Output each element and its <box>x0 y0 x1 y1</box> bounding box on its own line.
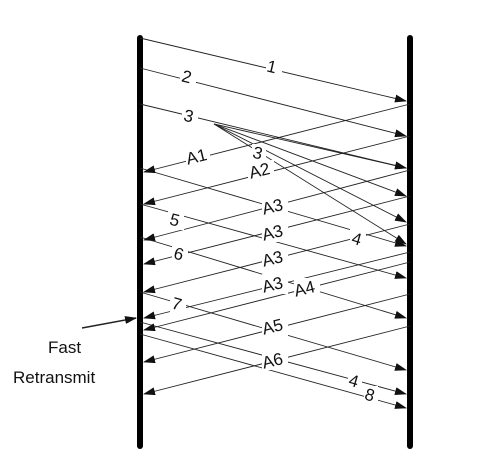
ack-label-a4: A4 <box>292 277 317 300</box>
ack-arrow-a2 <box>143 135 411 206</box>
ack-label-a3-2: A3 <box>260 221 285 244</box>
segment-label-1: 1 <box>265 57 279 78</box>
segment-label-5: 5 <box>168 210 182 231</box>
ack-label-a3-4: A3 <box>260 273 285 296</box>
fan-label-3: 3 <box>251 143 265 164</box>
fan-arrow <box>213 123 407 170</box>
ack-label-a2: A2 <box>247 159 272 182</box>
fan-arrow <box>213 123 407 223</box>
ack-label-a6: A6 <box>260 349 285 372</box>
segment-arrow-2 <box>139 67 407 138</box>
ack-label-a1: A1 <box>184 145 209 168</box>
fan-arrow <box>213 123 407 197</box>
ack-label-a5: A5 <box>260 315 285 338</box>
segment-arrow-8 <box>139 333 407 409</box>
fast-retransmit-label-line1: Fast <box>48 338 81 357</box>
fan-arrow <box>213 123 407 245</box>
ack-arrow-a4 <box>143 261 411 332</box>
fast-retransmit-label-line2: Retransmit <box>13 368 95 387</box>
segment-label-3: 3 <box>182 106 196 127</box>
fan-arrows <box>213 123 407 245</box>
segment-label-2: 2 <box>180 67 194 88</box>
ack-label-a3-1: A3 <box>260 195 285 218</box>
fast-retransmit-pointer <box>81 316 137 329</box>
ack-label-a3-3: A3 <box>260 247 285 270</box>
arrow-labels: 1 2 3 A1 3 A2 5 A3 A3 4 6 A3 A3 A4 7 A5 <box>168 57 378 406</box>
